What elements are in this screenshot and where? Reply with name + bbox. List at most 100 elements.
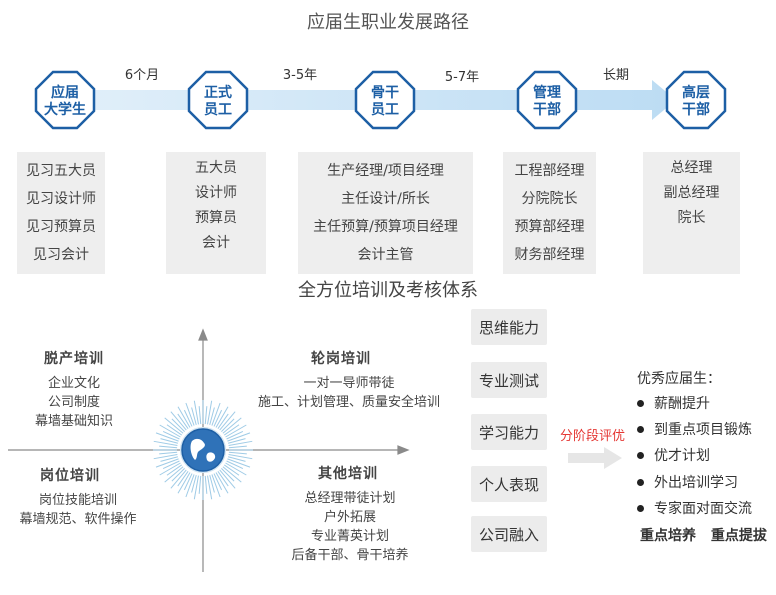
sunburst-ray bbox=[159, 451, 178, 455]
sunburst-ray bbox=[213, 409, 223, 427]
sunburst-ray bbox=[164, 417, 184, 434]
role-item: 主任预算/预算项目经理 bbox=[313, 219, 458, 235]
role-item: 见习设计师 bbox=[26, 191, 96, 207]
stage-octagon bbox=[34, 70, 96, 130]
sunburst-ray bbox=[198, 475, 202, 494]
career-path-title: 应届生职业发展路径 bbox=[307, 12, 469, 33]
skill-box: 专业测试 bbox=[471, 362, 547, 398]
quadrant-lines-offjob: 企业文化 公司制度 幕墙基础知识 bbox=[24, 374, 124, 431]
training-system-title: 全方位培训及考核体系 bbox=[298, 280, 478, 301]
outcomes-footer: 重点培养 重点提拔 bbox=[640, 528, 767, 544]
quadrant-lines-onjob: 岗位技能培训 幕墙规范、软件操作 bbox=[8, 491, 148, 529]
quadrant-line: 总经理带徒计划 bbox=[304, 491, 396, 506]
sunburst-ray bbox=[160, 438, 179, 444]
quadrant-lines-rotation: 一对一导师带徒 施工、计划管理、质量安全培训 bbox=[244, 374, 454, 412]
outcome-item: 优才计划 bbox=[637, 445, 710, 465]
outcome-text: 外出培训学习 bbox=[654, 475, 738, 491]
sunburst-ray bbox=[166, 424, 182, 436]
quadrant-line: 施工、计划管理、质量安全培训 bbox=[257, 395, 440, 410]
sunburst-ray bbox=[211, 474, 221, 498]
sunburst-ray bbox=[177, 406, 191, 428]
sunburst-ray bbox=[171, 418, 185, 432]
globe-icon bbox=[181, 428, 225, 472]
sunburst-ray bbox=[162, 430, 180, 440]
role-item: 设计师 bbox=[195, 185, 237, 201]
stage-octagon bbox=[665, 70, 727, 130]
role-item: 院长 bbox=[677, 210, 706, 226]
stage-label-line2: 干部 bbox=[533, 102, 561, 118]
sunburst-ray bbox=[193, 400, 199, 425]
sunburst-ray bbox=[204, 406, 208, 425]
sunburst-ray bbox=[171, 468, 185, 482]
quadrant-title-rotation: 轮岗培训 bbox=[311, 351, 371, 367]
sunburst-ray bbox=[209, 474, 215, 493]
outcome-item: 薪酬提升 bbox=[637, 393, 710, 413]
skill-box: 学习能力 bbox=[471, 414, 547, 450]
skill-box: 思维能力 bbox=[471, 309, 547, 345]
sunburst-ray bbox=[159, 462, 181, 476]
stage-label-line1: 正式 bbox=[204, 85, 232, 101]
bullet-icon bbox=[637, 504, 644, 512]
roles-box-executive: 总经理 副总经理 院长 bbox=[643, 152, 740, 274]
career-arrow bbox=[34, 70, 727, 130]
sunburst-ray bbox=[226, 430, 244, 440]
sunburst-ray bbox=[160, 456, 179, 462]
sunburst-ray bbox=[215, 406, 229, 428]
role-item: 总经理 bbox=[670, 160, 713, 176]
skill-box: 公司融入 bbox=[471, 516, 547, 552]
stage-octagon bbox=[187, 70, 249, 130]
duration-label: 3-5年 bbox=[282, 68, 318, 83]
outcome-text: 专家面对面交流 bbox=[654, 501, 752, 517]
duration-label: 5-7年 bbox=[444, 70, 480, 85]
stage-label-line1: 应届 bbox=[51, 85, 79, 101]
stage-node-graduate: 应届大学生 bbox=[35, 72, 95, 132]
sunburst-ray bbox=[221, 468, 235, 482]
stage-node-core-staff: 骨干员工 bbox=[355, 72, 415, 132]
quadrant-line: 专业菁英计划 bbox=[310, 529, 389, 544]
quadrant-line: 幕墙基础知识 bbox=[34, 414, 113, 429]
sunburst-ray bbox=[155, 432, 179, 442]
evaluation-label: 分阶段评优 bbox=[560, 429, 626, 444]
sunburst-ray bbox=[227, 456, 246, 462]
role-item: 五大员 bbox=[195, 160, 237, 176]
sunburst-ray bbox=[219, 411, 236, 431]
sunburst-ray bbox=[153, 454, 178, 460]
role-item: 会计 bbox=[202, 235, 230, 251]
sunburst-ray bbox=[177, 472, 191, 494]
sunburst-ray bbox=[207, 475, 213, 500]
sunburst-ray bbox=[159, 445, 178, 449]
sunburst-ray bbox=[227, 438, 246, 444]
quadrant-line: 公司制度 bbox=[47, 395, 100, 410]
stage-label-line2: 员工 bbox=[371, 102, 399, 118]
role-item: 工程部经理 bbox=[514, 163, 585, 179]
sunburst-ray bbox=[170, 469, 187, 489]
bullet-icon bbox=[637, 478, 644, 486]
stage-node-manager: 管理干部 bbox=[517, 72, 577, 132]
sunburst-ray bbox=[215, 472, 229, 494]
quadrant-line: 户外拓展 bbox=[323, 510, 376, 525]
sunburst-ray bbox=[155, 458, 179, 468]
outcome-item: 专家面对面交流 bbox=[637, 498, 752, 518]
sunburst-ray bbox=[166, 464, 182, 476]
sunburst-ray bbox=[228, 454, 253, 460]
sunburst-ray bbox=[177, 413, 189, 429]
sunburst-ray bbox=[222, 466, 242, 483]
role-item: 财务部经理 bbox=[514, 247, 585, 263]
bullet-icon bbox=[637, 451, 644, 459]
sunburst-ray bbox=[222, 417, 242, 434]
sunburst-ray bbox=[159, 424, 181, 438]
stage-label-line1: 骨干 bbox=[371, 85, 399, 101]
sunburst-ray bbox=[211, 402, 221, 426]
quadrant-line: 后备干部、骨干培养 bbox=[291, 548, 409, 563]
sunburst-ray bbox=[217, 471, 229, 487]
roles-box-manager: 工程部经理 分院院长 预算部经理 财务部经理 bbox=[503, 152, 596, 274]
outcome-text: 到重点项目锻炼 bbox=[654, 422, 752, 438]
sunburst-ray bbox=[183, 473, 193, 491]
stage-label-line2: 员工 bbox=[204, 102, 232, 118]
stage-node-executive: 高层干部 bbox=[666, 72, 726, 132]
sunburst-ray bbox=[185, 474, 195, 498]
sunburst-ray bbox=[227, 458, 251, 468]
sunburst-ray bbox=[162, 460, 180, 470]
stage-label-line1: 高层 bbox=[682, 85, 710, 101]
role-item: 预算员 bbox=[195, 210, 237, 226]
